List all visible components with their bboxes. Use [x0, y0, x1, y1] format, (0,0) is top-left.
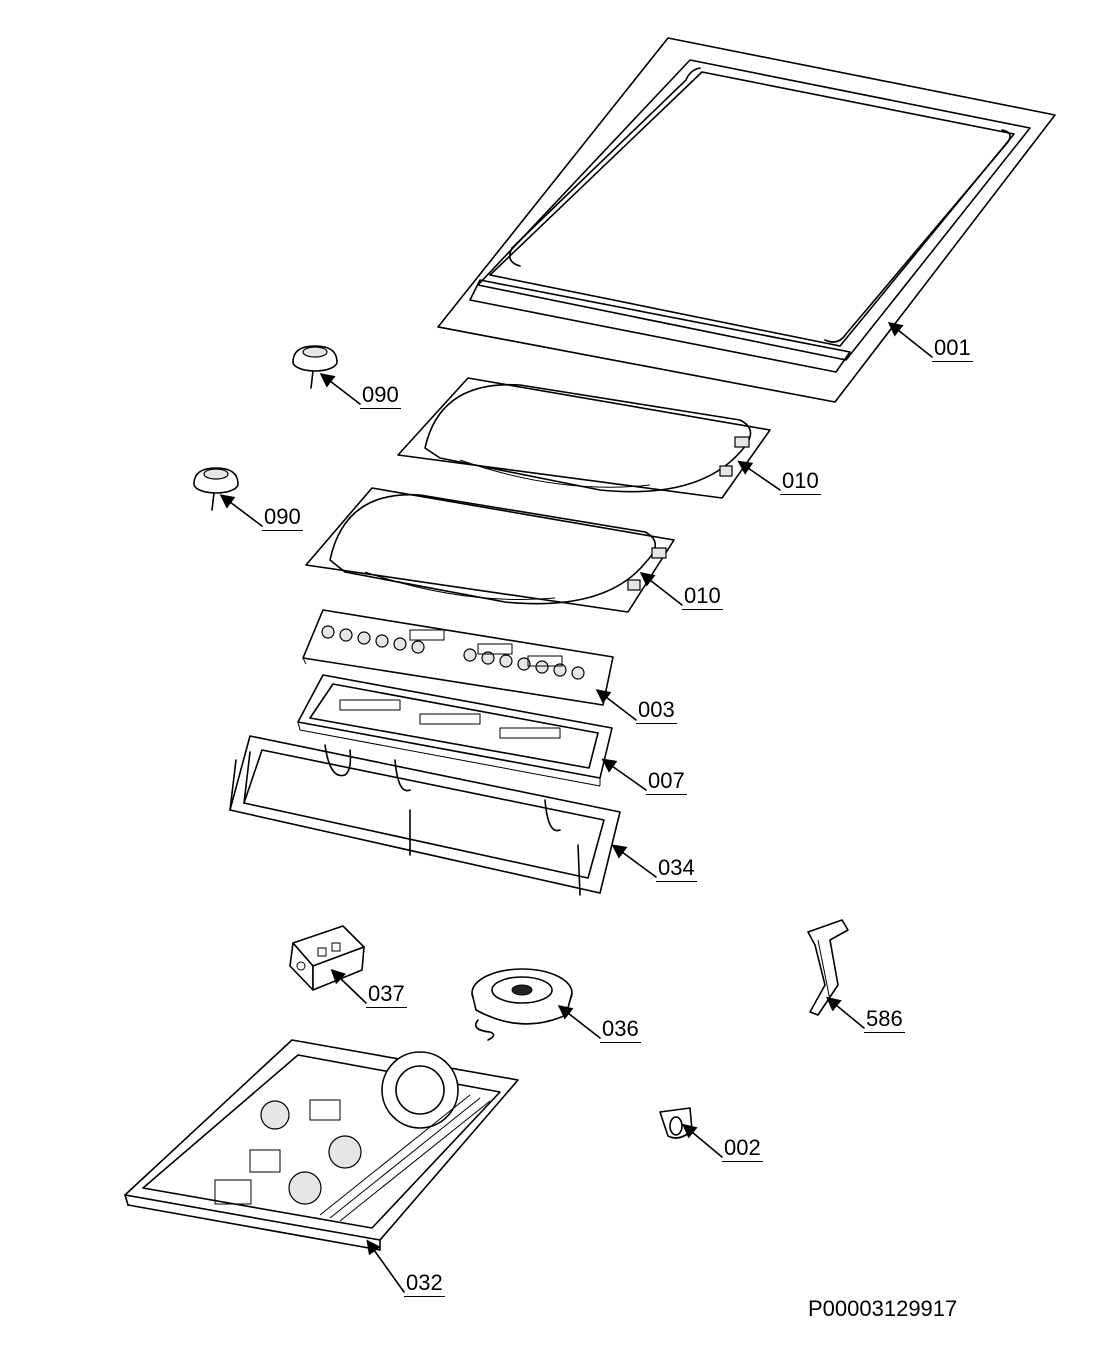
label-032: 032	[404, 1270, 445, 1297]
part-010-coil-upper	[397, 377, 771, 499]
document-code: P00003129917	[808, 1296, 958, 1321]
board-components	[321, 625, 585, 680]
part-032-power-module	[124, 1039, 519, 1251]
part-034-box-frame	[229, 735, 621, 896]
label-586: 586	[864, 1006, 905, 1033]
label-002: 002	[722, 1135, 763, 1162]
part-010-coil-lower	[305, 487, 675, 613]
label-001: 001	[932, 335, 973, 362]
label-007: 007	[646, 768, 687, 795]
part-002-cable-clamp	[659, 1107, 693, 1139]
label-036: 036	[600, 1016, 641, 1043]
leader-arrows	[219, 321, 933, 1293]
label-003: 003	[636, 697, 677, 724]
part-586-fixing-bracket	[807, 919, 849, 1016]
label-090-upper: 090	[360, 382, 401, 409]
label-010-lower: 010	[682, 583, 723, 610]
part-090-sensor-upper	[292, 345, 338, 389]
part-090-sensor-lower	[193, 467, 239, 511]
label-037: 037	[366, 981, 407, 1008]
label-034: 034	[656, 855, 697, 882]
part-036-cooling-fan	[471, 968, 573, 1041]
part-003-control-board	[302, 609, 614, 706]
label-010-upper: 010	[780, 468, 821, 495]
part-001-glass-top	[437, 37, 1056, 403]
part-037-terminal-block	[289, 925, 365, 991]
label-090-lower: 090	[262, 504, 303, 531]
part-007-board-holder	[297, 674, 613, 787]
